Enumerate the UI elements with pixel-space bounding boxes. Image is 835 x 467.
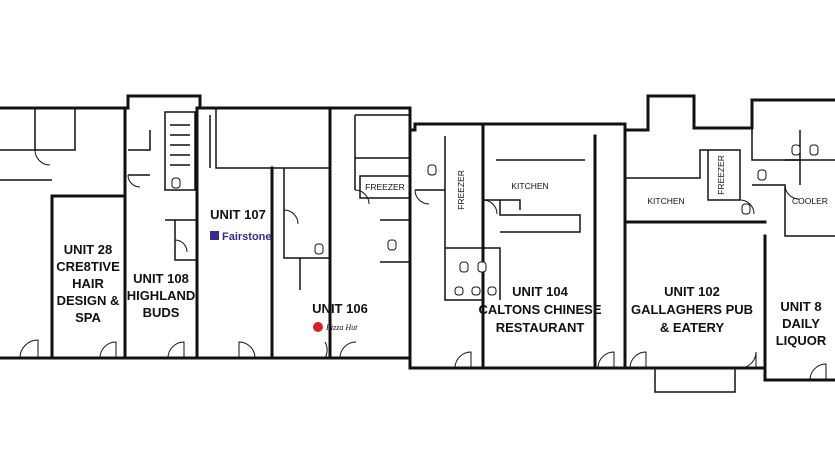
kitchen-104-label: KITCHEN (511, 181, 548, 191)
unit-28-line-2: CRE8TIVE (56, 259, 120, 274)
cooler-8-label: COOLER (792, 196, 828, 206)
freezer-106-label: FREEZER (365, 182, 405, 192)
unit-104-line-3: RESTAURANT (496, 320, 585, 335)
unit-106-label: UNIT 106 (312, 301, 368, 316)
unit-dividers (50, 106, 767, 370)
unit-28-line-5: SPA (75, 310, 101, 325)
unit-108-line-3: BUDS (143, 305, 180, 320)
unit-102-line-3: & EATERY (660, 320, 725, 335)
kitchen-102-label: KITCHEN (647, 196, 684, 206)
unit-104-line-1: UNIT 104 (512, 284, 568, 299)
pizza-hut-logo: Pizza Hut (313, 322, 358, 332)
fairstone-logo: Fairstone (210, 231, 272, 243)
unit-8-line-3: LIQUOR (776, 333, 827, 348)
unit-106-line-1: UNIT 106 (312, 301, 368, 316)
unit-102-line-1: UNIT 102 (664, 284, 720, 299)
unit-28-line-3: HAIR (72, 276, 104, 291)
unit-28-label: UNIT 28 CRE8TIVE HAIR DESIGN & SPA (56, 242, 120, 325)
interior-walls (0, 108, 835, 393)
fairstone-text: Fairstone (222, 231, 272, 243)
unit-102-label: UNIT 102 GALLAGHERS PUB & EATERY (631, 284, 753, 335)
unit-102-line-2: GALLAGHERS PUB (631, 302, 753, 317)
fairstone-mark-icon (210, 231, 219, 240)
unit-108-label: UNIT 108 HIGHLAND BUDS (127, 271, 196, 320)
unit-104-line-2: CALTONS CHINESE (478, 302, 601, 317)
fixtures (171, 144, 819, 296)
unit-108-line-1: UNIT 108 (133, 271, 189, 286)
door-swings (19, 149, 827, 381)
unit-107-label: UNIT 107 (210, 207, 266, 222)
outer-walls (0, 94, 835, 382)
pizza-hut-mark-icon (313, 322, 323, 332)
unit-107-line-1: UNIT 107 (210, 207, 266, 222)
unit-104-label: UNIT 104 CALTONS CHINESE RESTAURANT (478, 284, 601, 335)
freezer-102-label: FREEZER (716, 155, 726, 195)
unit-108-line-2: HIGHLAND (127, 288, 196, 303)
unit-28-line-4: DESIGN & (57, 293, 120, 308)
pizza-hut-text: Pizza Hut (325, 323, 358, 332)
unit-8-line-1: UNIT 8 (780, 299, 821, 314)
unit-8-label: UNIT 8 DAILY LIQUOR (776, 299, 827, 348)
unit-28-line-1: UNIT 28 (64, 242, 112, 257)
unit-8-line-2: DAILY (782, 316, 820, 331)
freezer-104-label: FREEZER (456, 170, 466, 210)
